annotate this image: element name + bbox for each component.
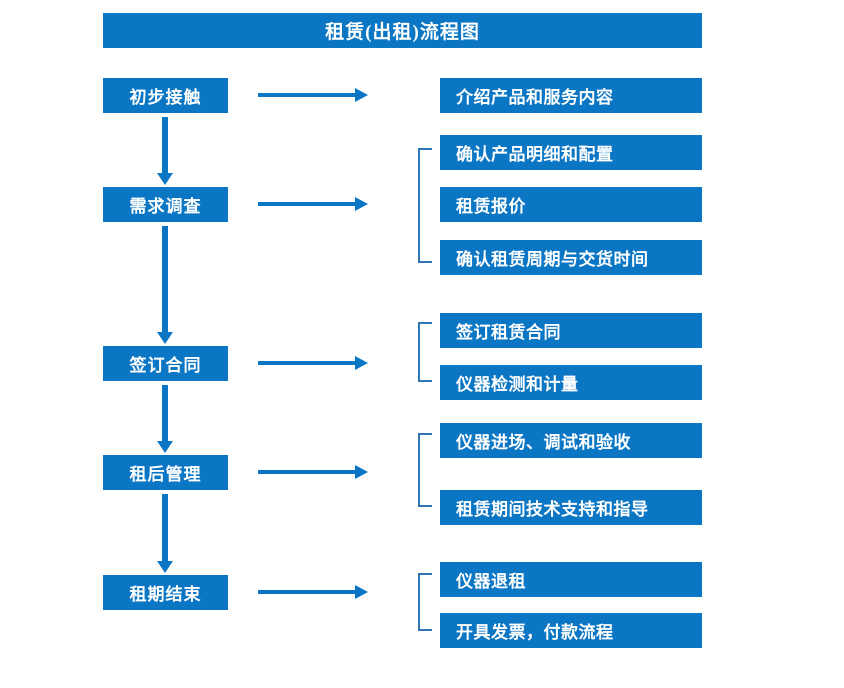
- detail-box-4-2[interactable]: 租赁期间技术支持和指导: [440, 490, 702, 525]
- stage-box-5[interactable]: 租期结束: [103, 575, 228, 610]
- vertical-arrow-2-3: [157, 226, 173, 344]
- bracket-group-4: [418, 433, 432, 507]
- stage-box-3[interactable]: 签订合同: [103, 346, 228, 381]
- diagram-title-bar: 租赁(出租)流程图: [103, 13, 702, 48]
- detail-box-5-1[interactable]: 仪器退租: [440, 562, 702, 597]
- stage-label-5: 租期结束: [129, 585, 202, 604]
- vertical-arrow-4-5: [157, 494, 173, 573]
- vertical-arrow-3-4: [157, 385, 173, 453]
- detail-label-5-1: 仪器退租: [456, 572, 526, 591]
- detail-box-1-1[interactable]: 介绍产品和服务内容: [440, 78, 702, 113]
- horizontal-arrow-2: [258, 197, 368, 211]
- detail-box-3-1[interactable]: 签订租赁合同: [440, 313, 702, 348]
- detail-box-2-1[interactable]: 确认产品明细和配置: [440, 135, 702, 170]
- bracket-group-3: [418, 322, 432, 382]
- detail-label-1-1: 介绍产品和服务内容: [456, 88, 614, 107]
- detail-label-4-1: 仪器进场、调试和验收: [456, 433, 631, 452]
- detail-label-2-2: 租赁报价: [456, 197, 526, 216]
- stage-label-4: 租后管理: [129, 465, 202, 484]
- detail-label-3-2: 仪器检测和计量: [456, 375, 579, 394]
- detail-box-2-2[interactable]: 租赁报价: [440, 187, 702, 222]
- detail-label-2-1: 确认产品明细和配置: [456, 145, 614, 164]
- horizontal-arrow-3: [258, 356, 368, 370]
- stage-label-2: 需求调查: [129, 197, 202, 216]
- stage-box-1[interactable]: 初步接触: [103, 78, 228, 113]
- detail-label-5-2: 开具发票，付款流程: [456, 623, 614, 642]
- detail-label-2-3: 确认租赁周期与交货时间: [456, 250, 649, 269]
- horizontal-arrow-4: [258, 465, 368, 479]
- stage-box-2[interactable]: 需求调查: [103, 187, 228, 222]
- detail-label-3-1: 签订租赁合同: [456, 323, 561, 342]
- stage-label-3: 签订合同: [129, 356, 202, 375]
- stage-box-4[interactable]: 租后管理: [103, 455, 228, 490]
- detail-box-2-3[interactable]: 确认租赁周期与交货时间: [440, 240, 702, 275]
- bracket-group-2: [418, 148, 432, 263]
- vertical-arrow-1-2: [157, 117, 173, 185]
- detail-box-4-1[interactable]: 仪器进场、调试和验收: [440, 423, 702, 458]
- stage-label-1: 初步接触: [129, 88, 202, 107]
- page-title: 租赁(出租)流程图: [325, 22, 480, 43]
- horizontal-arrow-1: [258, 88, 368, 102]
- detail-label-4-2: 租赁期间技术支持和指导: [456, 500, 649, 519]
- detail-box-5-2[interactable]: 开具发票，付款流程: [440, 613, 702, 648]
- horizontal-arrow-5: [258, 585, 368, 599]
- bracket-group-5: [418, 573, 432, 631]
- detail-box-3-2[interactable]: 仪器检测和计量: [440, 365, 702, 400]
